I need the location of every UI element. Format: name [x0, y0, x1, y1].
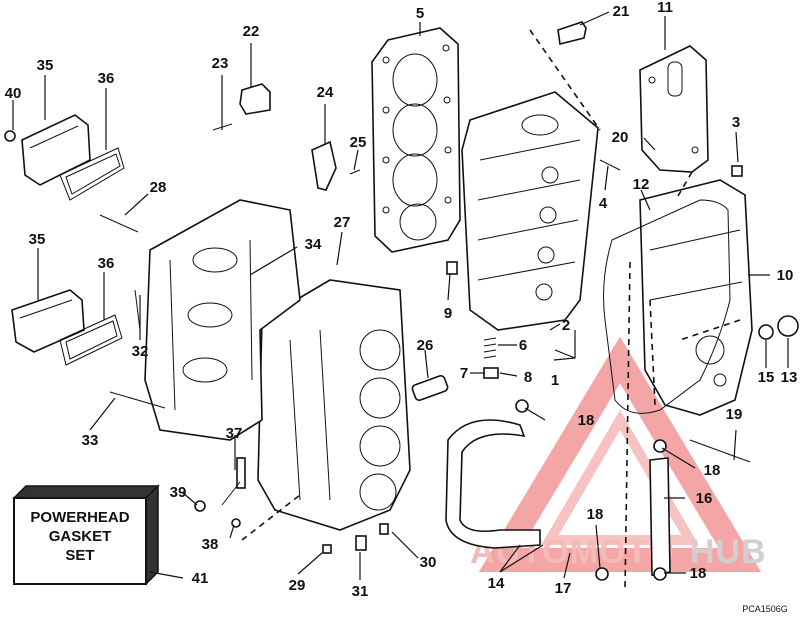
- hose-clamps: [515, 399, 667, 581]
- callout-labels: 1 2 3 4 5 6 7 8 9 10 11 12 13 14 15 16 1…: [5, 0, 798, 600]
- callout-8: 8: [524, 369, 532, 386]
- upper-cover-gasket: [59, 147, 125, 201]
- callout-41: 41: [192, 570, 209, 587]
- callout-19: 19: [726, 406, 743, 423]
- callout-11: 11: [657, 0, 673, 16]
- cap: [446, 165, 799, 340]
- callout-34: 34: [305, 236, 322, 253]
- alignment-dashes: [241, 29, 741, 591]
- callout-3: 3: [732, 114, 740, 131]
- bracket: [311, 140, 337, 191]
- callout-16: 16: [696, 490, 713, 507]
- callout-18a: 18: [578, 412, 595, 429]
- callout-27: 27: [334, 214, 351, 231]
- callout-38: 38: [202, 536, 219, 553]
- leader-lines: [12, 11, 789, 580]
- callout-4: 4: [599, 195, 608, 212]
- callout-36b: 36: [98, 255, 115, 272]
- callout-26: 26: [417, 337, 434, 354]
- inlet-hose: [445, 419, 541, 549]
- callout-29: 29: [289, 577, 306, 594]
- pressure-relief-spring: [483, 337, 499, 379]
- callout-7: 7: [460, 365, 468, 382]
- callout-24: 24: [317, 84, 334, 101]
- gasket-set-line-1: POWERHEAD: [30, 509, 129, 526]
- callout-35a: 35: [37, 57, 54, 74]
- callout-25: 25: [350, 134, 367, 151]
- callout-14: 14: [488, 575, 505, 592]
- thermostat-housing: [239, 83, 271, 115]
- cylinder-head-cover: [639, 179, 753, 416]
- callout-17: 17: [555, 580, 572, 597]
- callout-21: 21: [613, 3, 630, 20]
- crankcase: [144, 199, 301, 441]
- callout-2: 2: [562, 317, 570, 334]
- callout-12: 12: [633, 176, 650, 193]
- cover-gasket: [603, 199, 731, 414]
- fittings: [4, 130, 389, 554]
- callout-18d: 18: [690, 565, 707, 582]
- gasket-set-line-2: GASKET: [49, 528, 112, 545]
- callout-9: 9: [444, 305, 452, 322]
- outlet-hose: [649, 457, 671, 576]
- cylinder-head-gasket: [371, 27, 461, 253]
- callout-6: 6: [519, 337, 527, 354]
- callout-20: 20: [612, 129, 629, 146]
- callout-13: 13: [781, 369, 798, 386]
- callout-23: 23: [212, 55, 229, 72]
- callout-30: 30: [420, 554, 437, 571]
- cylinder-head: [461, 91, 599, 331]
- callout-35b: 35: [29, 231, 46, 248]
- callout-32: 32: [132, 343, 149, 360]
- callout-31: 31: [352, 583, 369, 600]
- callout-18b: 18: [704, 462, 721, 479]
- callout-37: 37: [226, 425, 243, 442]
- callout-1: 1: [551, 372, 559, 389]
- callout-22: 22: [243, 23, 260, 40]
- cover-plate: [639, 45, 709, 173]
- cylinder-block: [257, 279, 411, 531]
- callout-10: 10: [777, 267, 794, 284]
- callout-39: 39: [170, 484, 187, 501]
- callout-28: 28: [150, 179, 167, 196]
- gasket-set-line-3: SET: [65, 547, 94, 564]
- lower-cover-gasket: [59, 314, 123, 366]
- callout-40: 40: [5, 85, 22, 102]
- spark-plug: [557, 21, 587, 45]
- watermark-text-2: HUB: [690, 533, 767, 571]
- upper-cover: [21, 114, 91, 186]
- callout-36a: 36: [98, 70, 115, 87]
- callout-15: 15: [758, 369, 775, 386]
- callout-33: 33: [82, 432, 99, 449]
- callout-18c: 18: [587, 506, 604, 523]
- figure-code: PCA1506G: [742, 604, 788, 614]
- sensor: [411, 374, 449, 402]
- lower-cover: [11, 289, 85, 353]
- gasket-set-box: POWERHEAD GASKET SET: [12, 484, 160, 586]
- callout-5: 5: [416, 5, 424, 22]
